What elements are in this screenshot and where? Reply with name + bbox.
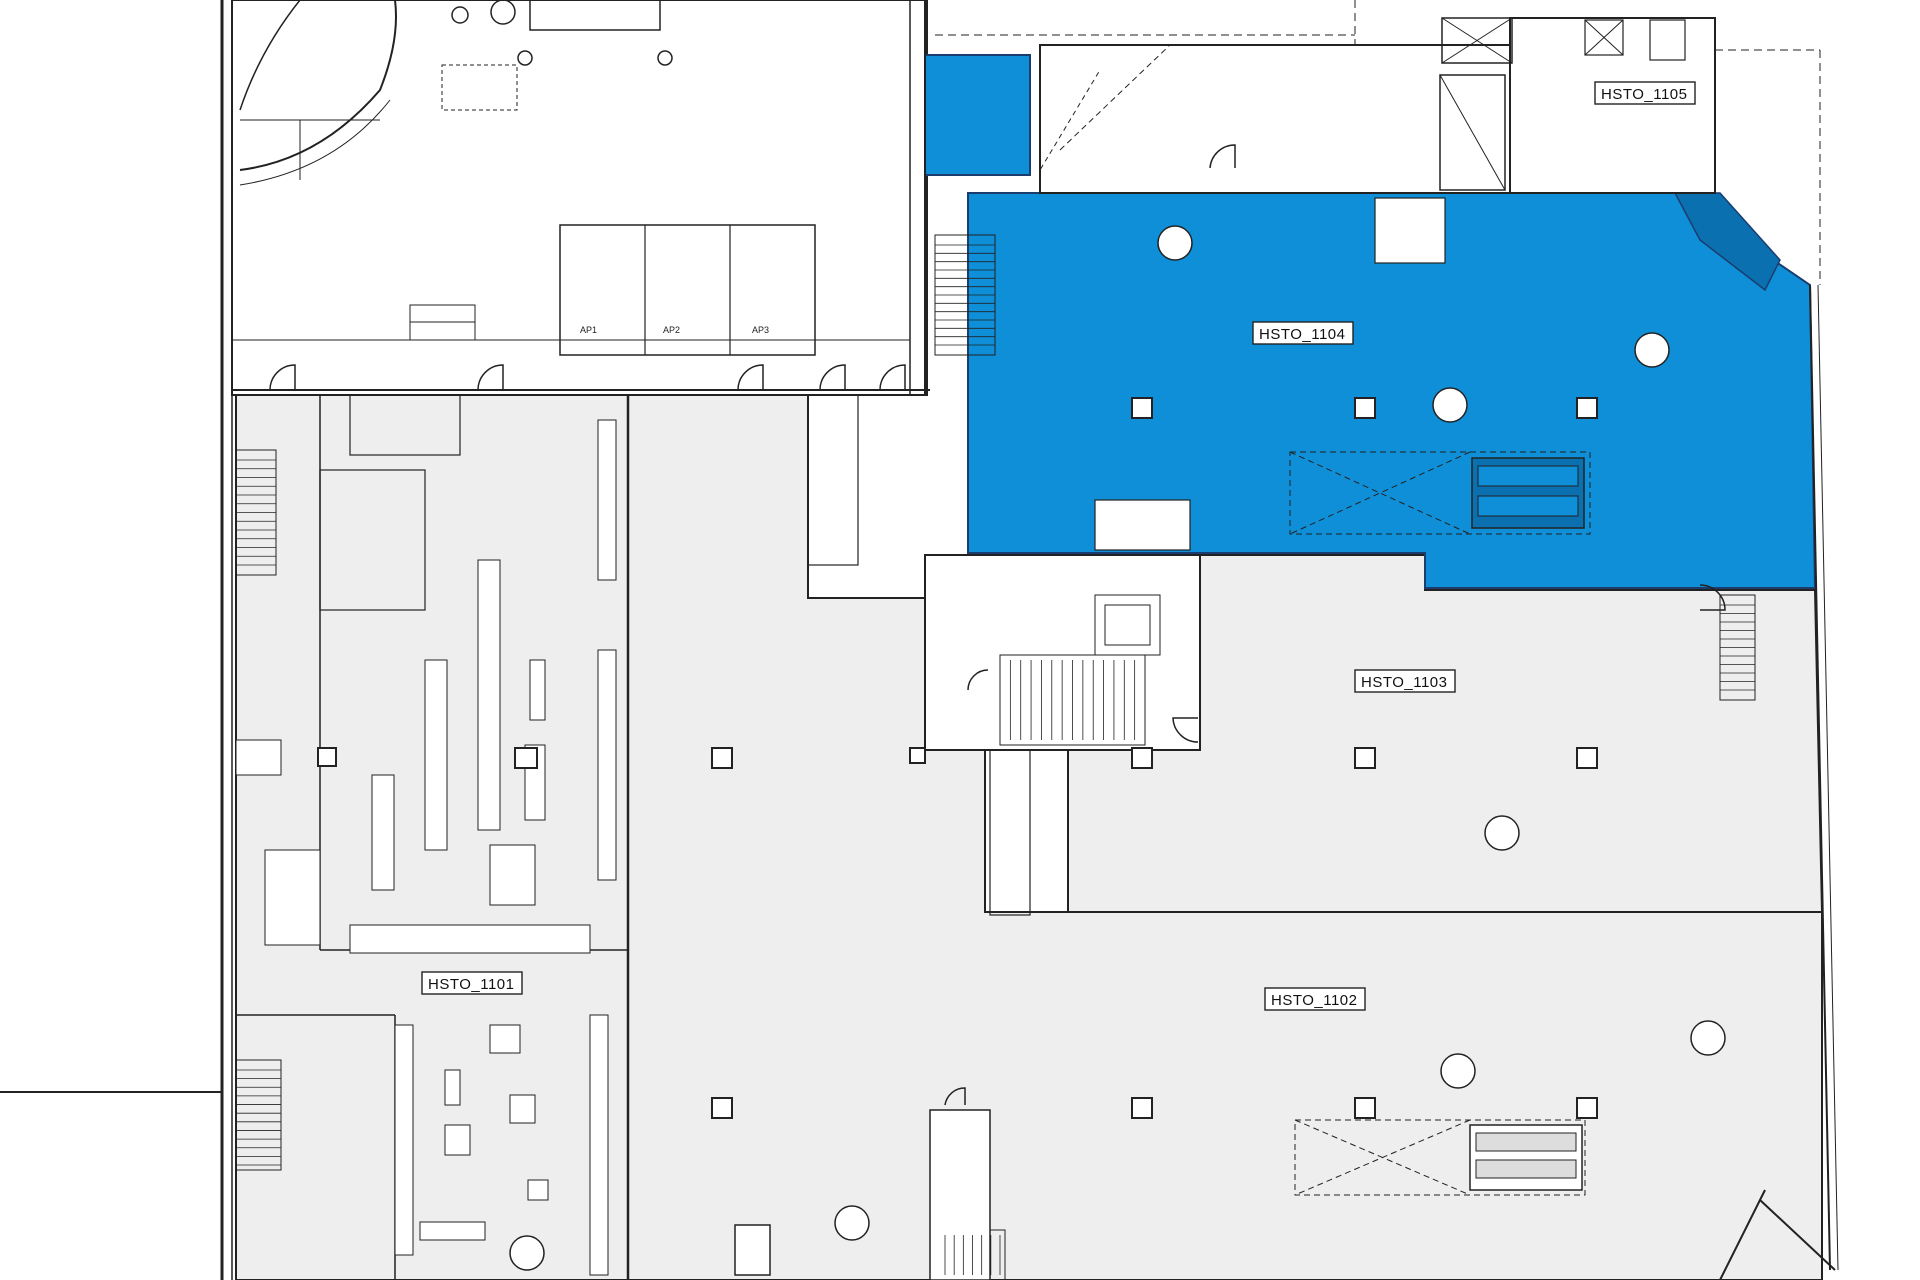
top-service-box — [1039, 44, 1511, 194]
level-marker-icons — [509, 225, 1726, 1271]
ap1-label: AP1 — [580, 325, 597, 335]
floor-areas — [231, 0, 1824, 1280]
unit-tag-hsto-1105[interactable]: HSTO_1105 — [1594, 81, 1696, 105]
ap2-label: AP2 — [663, 325, 680, 335]
unit-hsto-1105-area[interactable] — [1509, 17, 1716, 194]
unit-label: HSTO_1102 — [1271, 992, 1358, 1009]
top-area-details — [232, 0, 1686, 395]
unit-tag-hsto-1104[interactable]: HSTO_1104 — [1252, 321, 1354, 345]
unit-blue-storage[interactable] — [924, 54, 1031, 176]
unit-label: HSTO_1103 — [1361, 674, 1448, 691]
shelving-1101 — [235, 419, 617, 1276]
unit-label: HSTO_1101 — [428, 976, 515, 993]
unit-label: HSTO_1104 — [1259, 326, 1346, 343]
interior-walls — [236, 197, 1446, 1280]
unit-tag-hsto-1102[interactable]: HSTO_1102 — [1264, 987, 1366, 1011]
unit-tag-hsto-1101[interactable]: HSTO_1101 — [421, 971, 523, 995]
unit-label: HSTO_1105 — [1601, 86, 1688, 103]
stair-treads — [236, 244, 1755, 1275]
ap3-label: AP3 — [752, 325, 769, 335]
unit-tag-hsto-1103[interactable]: HSTO_1103 — [1354, 669, 1456, 693]
door-swing-icon — [269, 144, 1726, 1106]
escalator-icon — [1289, 451, 1591, 1196]
ap-labels: AP1 AP2 AP3 — [580, 325, 769, 335]
column-icon — [317, 397, 1598, 1119]
building-outline — [0, 0, 1839, 1280]
